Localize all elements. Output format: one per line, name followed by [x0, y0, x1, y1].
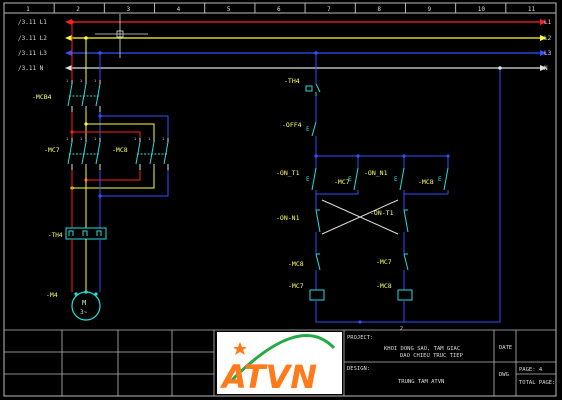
svg-text:1: 1	[66, 79, 68, 83]
logo-text: ATVN	[219, 358, 317, 396]
cad-cursor-icon[interactable]	[95, 14, 148, 58]
mcb4-label: -MCB4	[32, 93, 52, 101]
column-number: 8	[377, 6, 381, 13]
bus-label-right-n: N	[544, 65, 548, 72]
svg-text:E: E	[306, 126, 310, 133]
mcb4-breaker: 1 1 1	[66, 79, 101, 112]
mc8-aux-label: -MC8	[418, 178, 434, 186]
project-label: PROJECT:	[347, 335, 374, 341]
arrow-left-icon	[65, 65, 72, 71]
motor-m: M	[82, 299, 86, 307]
on-t1b-label: -ON-T1	[370, 209, 394, 217]
column-number: 6	[277, 6, 281, 13]
arrow-left-icon	[65, 35, 72, 41]
project-line1: KHOI DONG SAO, TAM GIAC	[384, 346, 460, 352]
mc7-coil	[309, 289, 325, 301]
svg-text:2: 2	[400, 326, 403, 332]
column-number: 10	[478, 6, 486, 13]
mc7-contactor: 1 1 1	[66, 137, 101, 170]
mc8-coil	[397, 289, 413, 301]
arrow-right-icon	[540, 19, 547, 25]
page-label: PAGE: 4	[519, 367, 543, 373]
svg-text:1: 1	[80, 79, 82, 83]
arrow-left-icon	[65, 50, 72, 56]
arrow-right-icon	[540, 50, 547, 56]
mc8-interlock-label: -MC8	[288, 260, 304, 268]
column-number: 1	[26, 6, 30, 13]
svg-text:E: E	[306, 176, 310, 183]
arrow-right-icon	[540, 35, 547, 41]
column-number: 9	[428, 6, 432, 13]
logo-mark: ATVN	[219, 334, 336, 396]
motor-tag: -M4	[46, 291, 58, 299]
bus-label-left-l3: /3.11 L3	[18, 50, 47, 57]
on-n1-contact-label: -ON_N1	[364, 169, 388, 177]
column-number: 7	[327, 6, 331, 13]
power-circuit: 1 1 1 -MCB4 1 1 1 1 1 1 -MC7 -MC8 -TH4	[32, 20, 169, 321]
svg-text:1: 1	[80, 137, 82, 141]
column-number: 2	[76, 6, 80, 13]
bus-label-right-l2: L2	[544, 35, 552, 42]
arrow-left-icon	[65, 19, 72, 25]
total-page-label: TOTAL PAGE:	[519, 380, 555, 386]
design-label: DESIGN:	[347, 366, 370, 372]
mc8-coil-label: -MC8	[376, 282, 392, 290]
mc7-label: -MC7	[44, 146, 60, 154]
svg-text:E: E	[438, 176, 442, 183]
mc8-contactor: 1 1 1	[134, 137, 169, 170]
th4-power-label: -TH4	[48, 232, 63, 239]
svg-text:1: 1	[134, 137, 136, 141]
title-block	[4, 329, 556, 396]
mc7-aux-label: -MC7	[334, 178, 350, 186]
arrow-right-icon	[540, 65, 547, 71]
on-n1-label: -ON-N1	[276, 214, 300, 222]
on-t1-label: -ON_T1	[276, 169, 300, 177]
drawing-frame	[3, 2, 557, 397]
bus-label-left-n: /3.11 N	[18, 65, 44, 72]
mc7-coil-label: -MC7	[288, 282, 304, 290]
column-ruler: 1 2 3 4 5 6 7 8 9 10 11	[26, 3, 536, 13]
column-number: 5	[227, 6, 231, 13]
bus-label-left-l1: /3.11 L1	[18, 19, 47, 26]
column-number: 3	[126, 6, 130, 13]
off4-label: -OFF4	[282, 121, 302, 129]
th4-overload	[65, 227, 107, 240]
dwg-label: DWG	[499, 372, 509, 378]
column-number: 4	[177, 6, 181, 13]
motor-phase: 3~	[80, 309, 88, 316]
svg-text:1: 1	[66, 137, 68, 141]
bus-label-right-l3: L3	[544, 50, 552, 57]
mc8-label: -MC8	[112, 146, 128, 154]
svg-text:E: E	[348, 176, 352, 183]
date-label: DATE	[499, 345, 512, 351]
control-contacts: E E E E E	[305, 80, 450, 310]
project-line2: DAO CHIEU TRUC TIEP	[400, 353, 464, 359]
column-number: 11	[528, 6, 536, 13]
svg-text:1: 1	[148, 137, 150, 141]
control-circuit: E E E E E 2	[305, 51, 502, 332]
bus-label-left-l2: /3.11 L2	[18, 35, 47, 42]
th4-control-label: -TH4	[284, 77, 300, 85]
mc7-interlock-label: -MC7	[376, 258, 392, 266]
svg-text:1: 1	[94, 79, 96, 83]
svg-text:1: 1	[94, 137, 96, 141]
svg-text:1: 1	[162, 137, 164, 141]
svg-text:E: E	[394, 176, 398, 183]
bus-label-right-l1: L1	[544, 19, 552, 26]
bus-lines	[65, 19, 547, 71]
design-value: TRUNG TAM ATVN	[398, 379, 444, 385]
